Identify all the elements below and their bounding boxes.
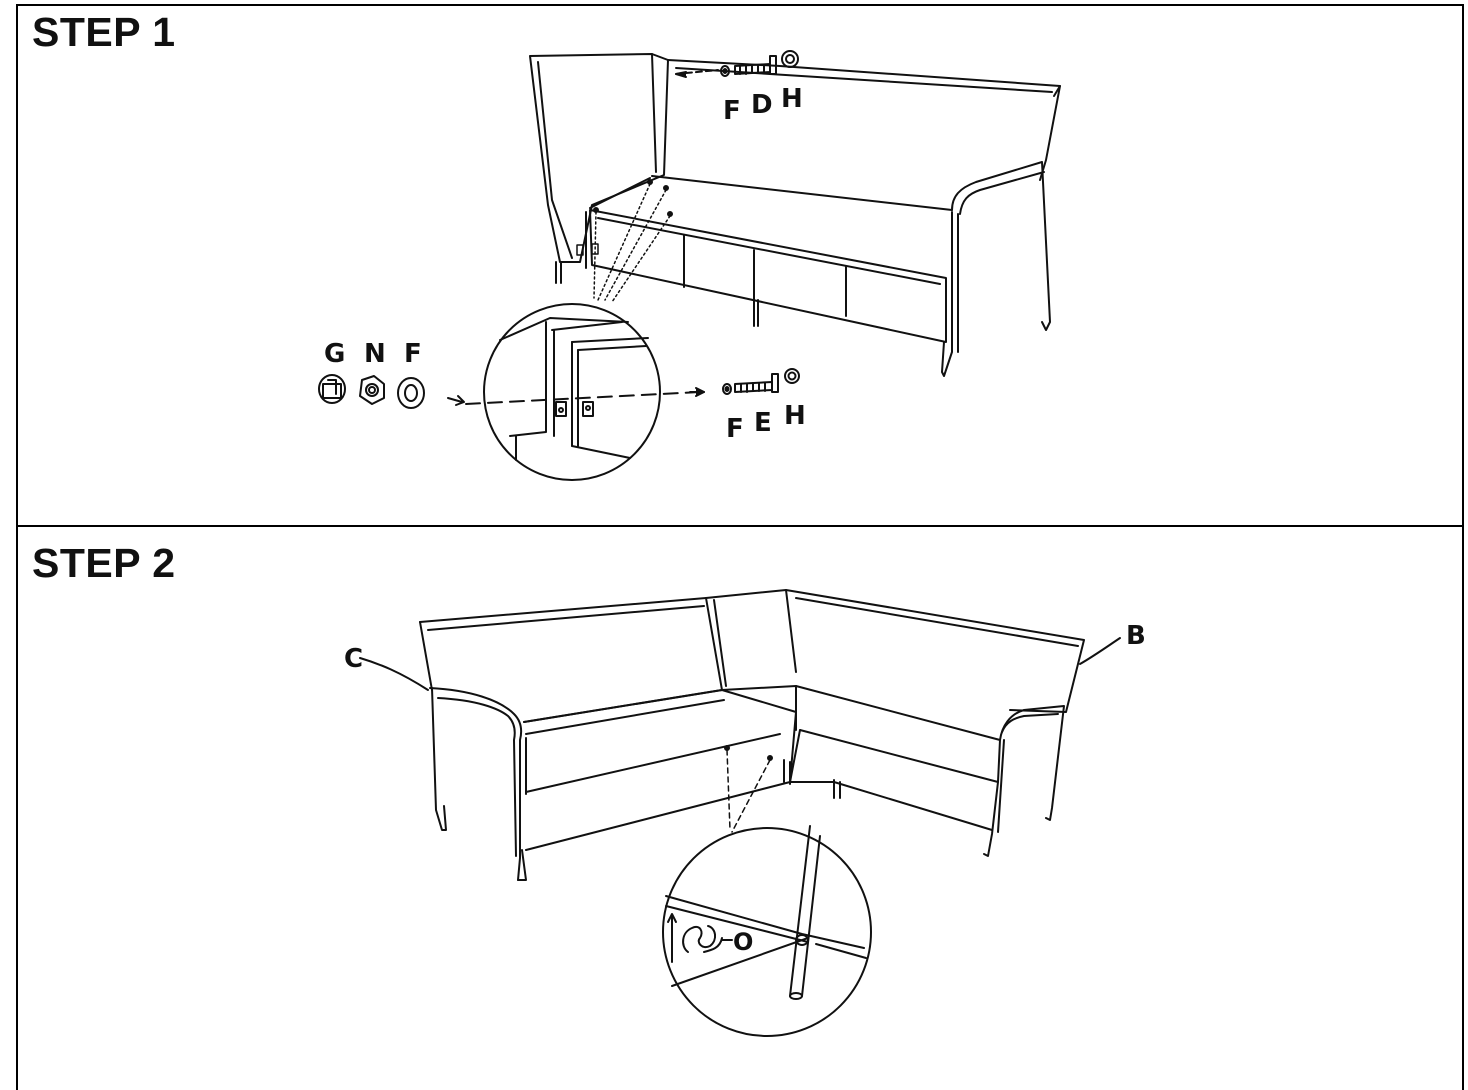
label-h-top: H	[781, 84, 803, 114]
label-f-left: F	[404, 339, 422, 369]
hardware-nut-n	[359, 375, 385, 405]
step-1-title: STEP 1	[32, 9, 176, 55]
label-d-top: D	[751, 90, 773, 120]
step-2-title: STEP 2	[32, 540, 176, 586]
label-g: G	[324, 339, 345, 369]
label-h-bottom: H	[784, 401, 806, 431]
leader-c	[359, 657, 429, 691]
label-c: C	[344, 644, 363, 674]
label-f-bottom: F	[726, 414, 744, 444]
label-e-bottom: E	[754, 408, 772, 438]
step2-sectional-drawing	[419, 589, 1085, 881]
hardware-cap-nut-g	[318, 374, 346, 404]
step2-detail-magnifier	[662, 825, 872, 1037]
label-f-top: F	[723, 96, 741, 126]
label-n: N	[364, 339, 386, 369]
instruction-sheet	[16, 4, 1464, 1090]
label-b: B	[1126, 621, 1146, 651]
leader-b	[1079, 637, 1121, 665]
step1-sofa-drawing	[529, 50, 1061, 377]
hardware-washer-f	[397, 377, 425, 409]
step1-detail-magnifier	[318, 303, 800, 481]
step-divider	[16, 525, 1464, 527]
label-clip-o: O	[733, 928, 753, 956]
